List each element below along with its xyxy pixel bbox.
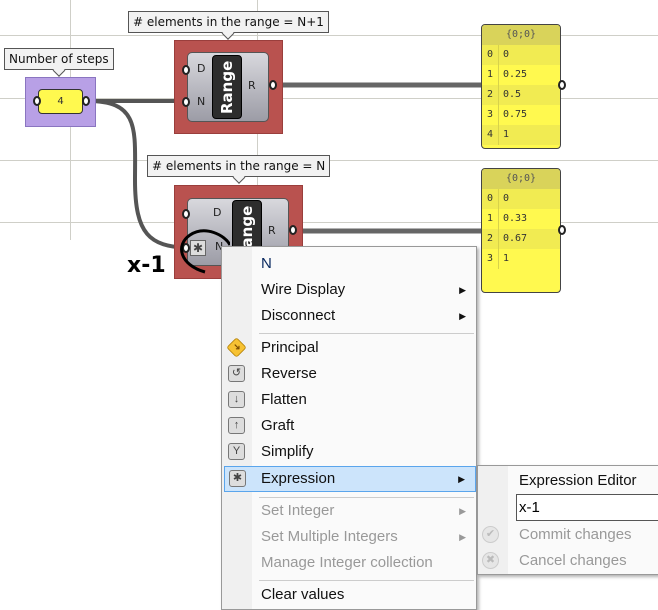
row-value: 0.33 (503, 213, 528, 224)
menu-separator (259, 497, 474, 498)
menu-item-manage-integer-collection[interactable]: Manage Integer collection (261, 554, 433, 571)
row-value: 0 (503, 193, 510, 204)
row-index: 2 (482, 85, 499, 105)
submenu-arrow-icon: ▶ (459, 506, 466, 516)
row-index: 3 (482, 105, 499, 125)
wire-slider-to-bottom-range (87, 99, 188, 250)
row-value: 0 (503, 49, 510, 60)
pin-r: R (268, 224, 276, 237)
expression-submenu: Expression Editor ✔Commit changes ✖Cance… (477, 465, 658, 575)
reverse-icon: ↺ (228, 365, 245, 382)
row-index: 0 (482, 45, 499, 65)
flatten-icon: ↓ (228, 391, 245, 408)
expression-input[interactable] (516, 494, 658, 521)
pin-n: N (215, 240, 224, 253)
row-value: 0.5 (503, 89, 522, 100)
row-value: 0.75 (503, 109, 528, 120)
output-grip[interactable] (558, 80, 566, 90)
pin-d: D (197, 62, 206, 75)
panel-header: {0;0} (482, 169, 560, 189)
menu-item-wire-display[interactable]: Wire Display▶ (224, 278, 476, 302)
cancel-changes-item[interactable]: ✖Cancel changes (478, 549, 658, 573)
grid-line (0, 35, 658, 36)
row-index: 0 (482, 189, 499, 209)
menu-item-principal[interactable]: ➜Principal (224, 336, 476, 360)
number-slider[interactable]: 4 (38, 89, 83, 114)
row-index: 2 (482, 229, 499, 249)
menu-separator (259, 333, 474, 334)
check-icon: ✔ (482, 526, 499, 543)
menu-title: N (261, 255, 272, 272)
menu-separator (259, 580, 474, 581)
row-value: 0.25 (503, 69, 528, 80)
row-index: 1 (482, 209, 499, 229)
principal-icon: ➜ (226, 337, 247, 358)
row-value: 1 (503, 253, 510, 264)
context-menu: N Wire Display▶ Disconnect▶ ➜Principal ↺… (221, 246, 477, 610)
pin-d: D (213, 206, 222, 219)
commit-changes-item[interactable]: ✔Commit changes (478, 523, 658, 547)
expression-editor-item[interactable]: Expression Editor (519, 472, 637, 489)
row-index: 3 (482, 249, 499, 269)
range-top-tooltip: # elements in the range = N+1 (128, 11, 329, 33)
input-grip[interactable] (33, 96, 41, 106)
grid-line (0, 222, 658, 223)
input-grip[interactable] (182, 97, 190, 107)
annotation-circle (180, 229, 230, 274)
menu-item-flatten[interactable]: ↓Flatten (224, 388, 476, 412)
menu-item-expression[interactable]: ✱Expression▶ (224, 466, 476, 492)
pin-n: N (197, 95, 206, 108)
handwritten-annotation: x-1 (127, 253, 166, 278)
menu-item-clear-values[interactable]: Clear values (261, 586, 345, 603)
range-label: Range (212, 55, 242, 119)
output-grip[interactable] (289, 225, 297, 235)
panel-header: {0;0} (482, 25, 560, 45)
simplify-icon: Y (228, 443, 245, 460)
expression-icon: ✱ (190, 240, 206, 256)
output-grip[interactable] (269, 80, 277, 90)
pin-r: R (248, 79, 256, 92)
row-value: 0.67 (503, 233, 528, 244)
row-value: 1 (503, 129, 510, 140)
input-grip[interactable] (182, 209, 190, 219)
cancel-icon: ✖ (482, 552, 499, 569)
graft-icon: ↑ (228, 417, 245, 434)
range-bottom-tooltip: # elements in the range = N (147, 155, 331, 177)
output-grip[interactable] (558, 225, 566, 235)
expression-icon: ✱ (229, 470, 246, 487)
grid-line (0, 98, 658, 99)
submenu-arrow-icon: ▶ (459, 311, 466, 321)
input-grip[interactable] (182, 243, 190, 253)
menu-item-set-multiple-integers[interactable]: Set Multiple Integers▶ (224, 525, 476, 549)
menu-item-disconnect[interactable]: Disconnect▶ (224, 304, 476, 328)
row-index: 4 (482, 125, 499, 145)
submenu-arrow-icon: ▶ (459, 532, 466, 542)
input-grip[interactable] (182, 65, 190, 75)
submenu-arrow-icon: ▶ (458, 474, 465, 484)
menu-item-reverse[interactable]: ↺Reverse (224, 362, 476, 386)
menu-item-graft[interactable]: ↑Graft (224, 414, 476, 438)
row-index: 1 (482, 65, 499, 85)
output-grip[interactable] (82, 96, 90, 106)
slider-tooltip: Number of steps (4, 48, 114, 70)
submenu-arrow-icon: ▶ (459, 285, 466, 295)
menu-item-set-integer[interactable]: Set Integer▶ (224, 499, 476, 523)
